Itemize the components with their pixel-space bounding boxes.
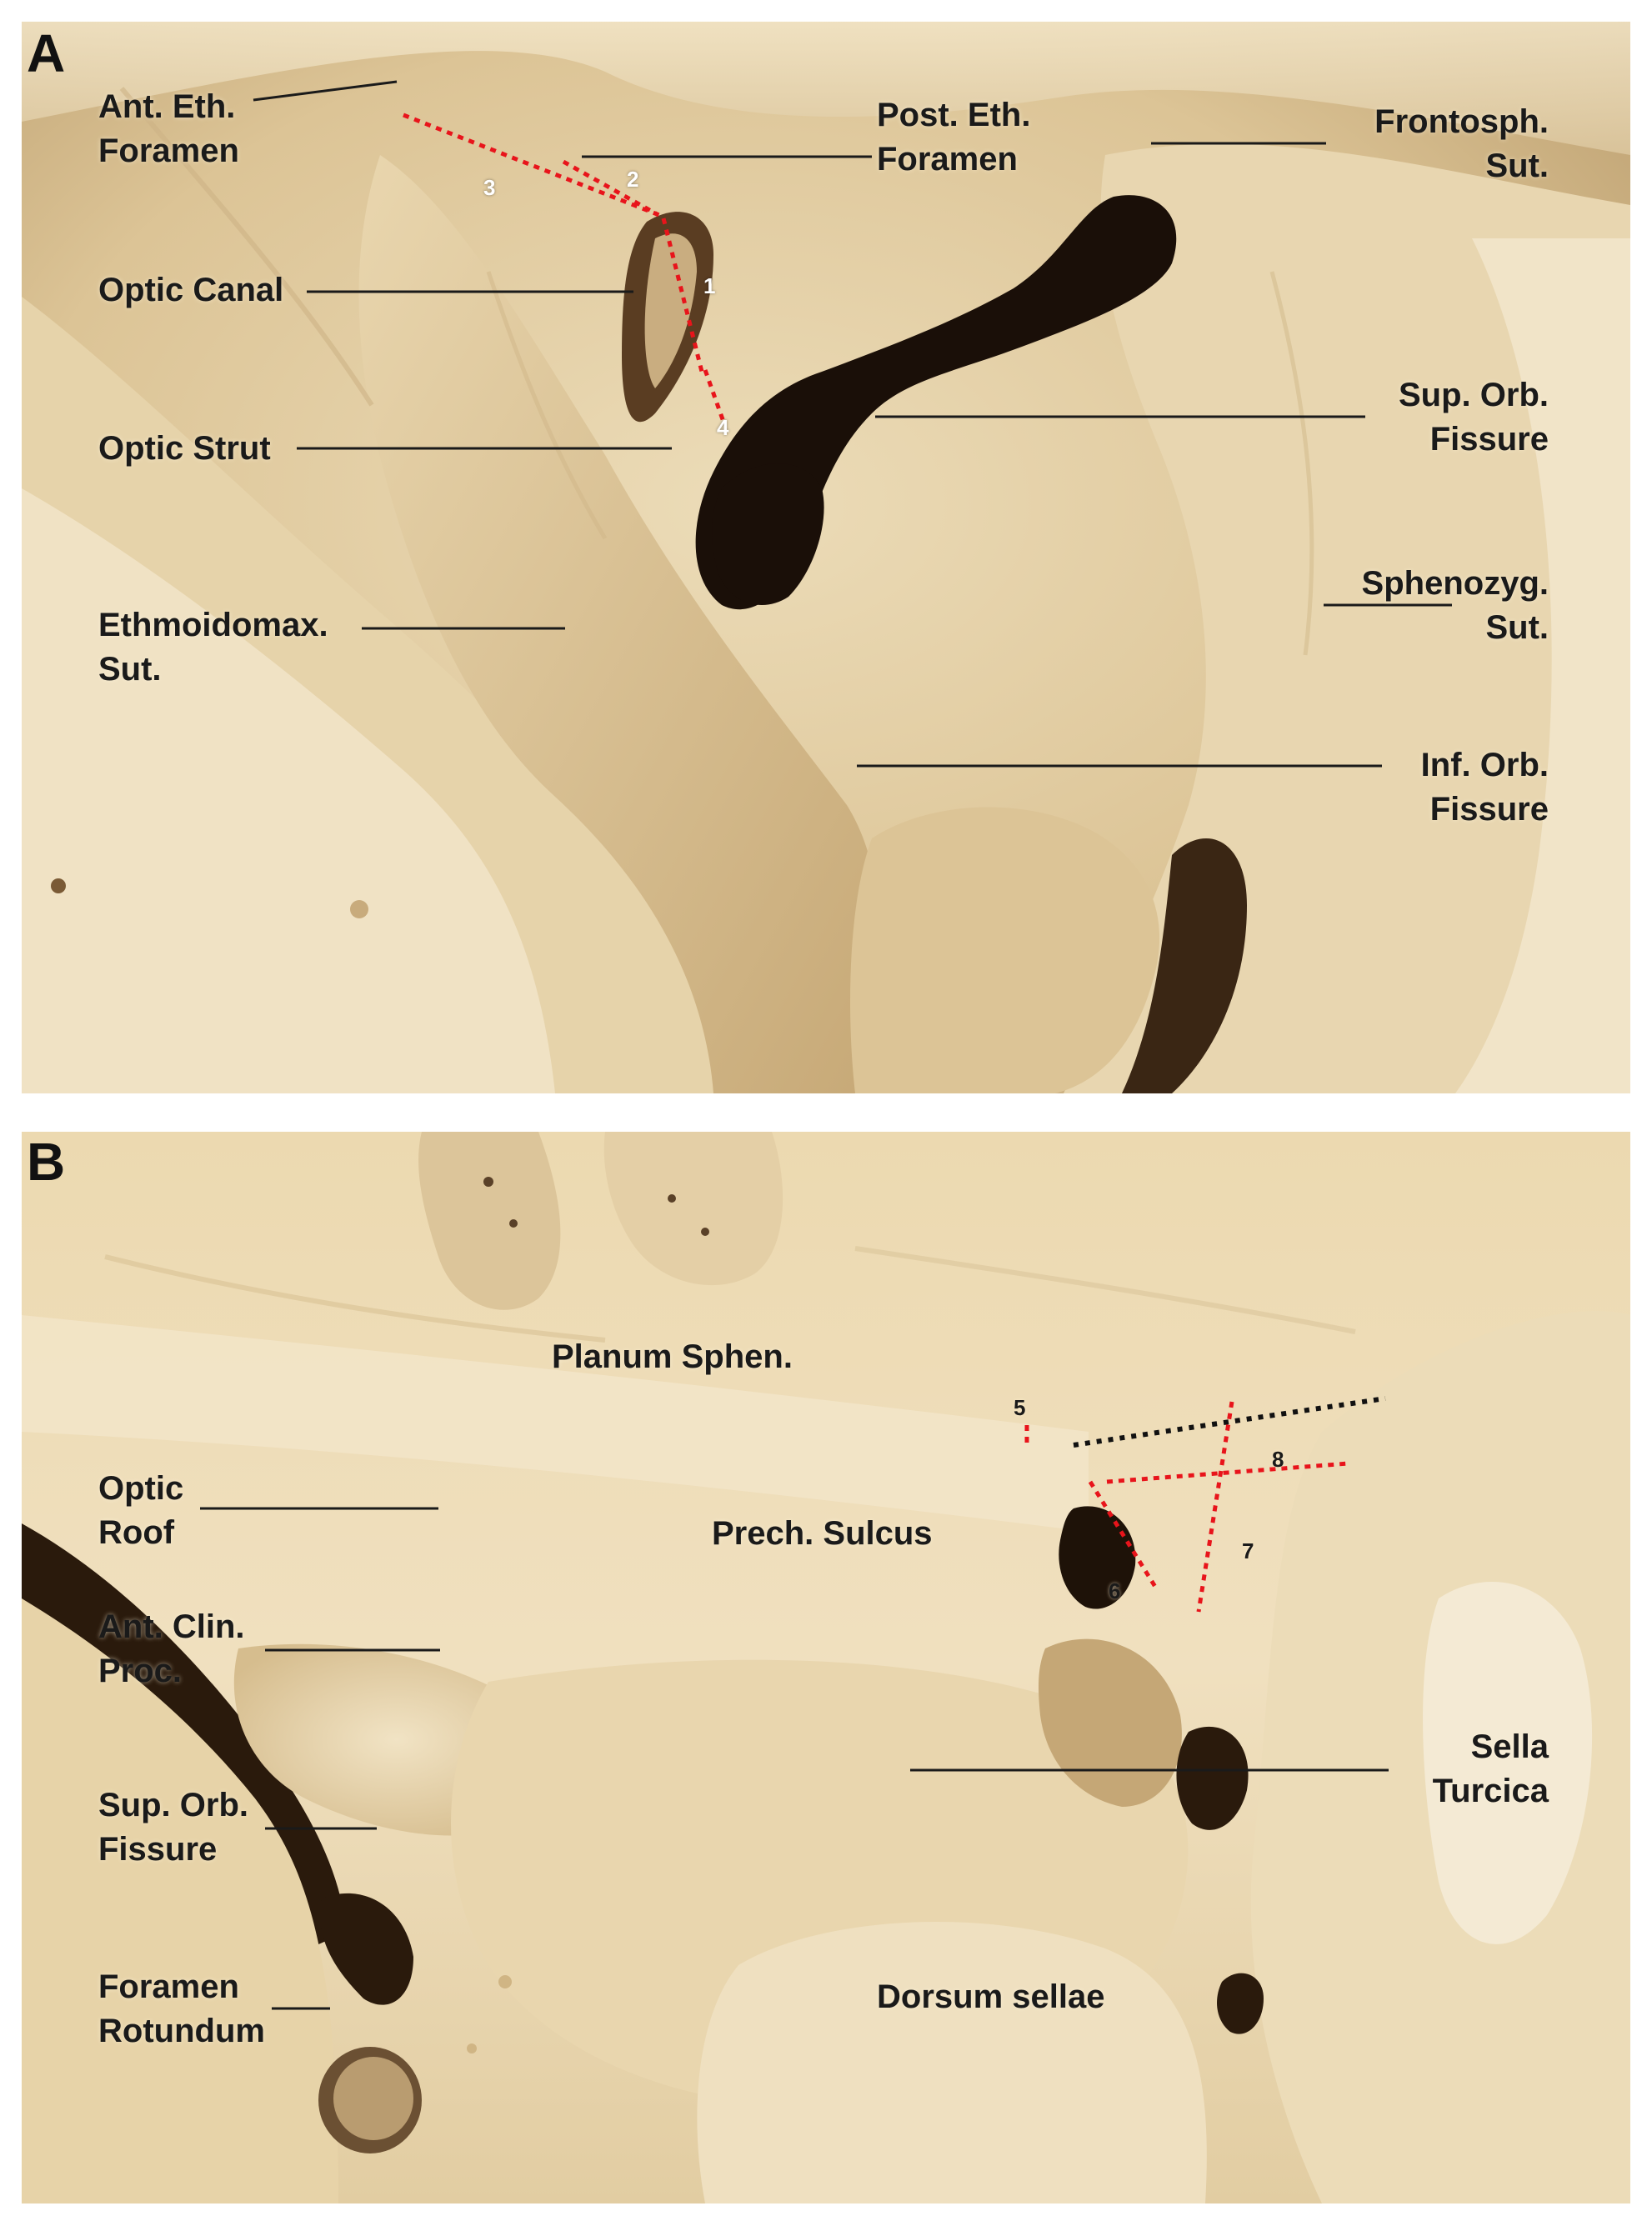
label-ant-eth-foramen: Ant. Eth.Foramen (98, 88, 239, 169)
panel-a: A Ant. Eth.Foramen Post. Eth.Foramen Fro… (22, 22, 1630, 1093)
skull-base-photo (22, 1132, 1630, 2203)
label-post-eth-foramen: Post. Eth.Foramen (877, 97, 1031, 178)
marker-3: 3 (483, 175, 496, 200)
marker-2: 2 (627, 167, 639, 192)
marker-5: 5 (1014, 1395, 1026, 1420)
label-dorsum-sellae: Dorsum sellae (877, 1978, 1105, 2015)
panel-letter-a: A (27, 23, 66, 83)
panel-letter-b: B (27, 1132, 66, 1192)
marker-6: 6 (1109, 1578, 1121, 1603)
label-ethmoidomax-sut: Ethmoidomax.Sut. (98, 607, 328, 688)
label-planum-sphen: Planum Sphen. (552, 1338, 793, 1375)
marker-1: 1 (703, 273, 716, 298)
label-frontosph-sut: Frontosph.Sut. (1374, 103, 1549, 184)
marker-7: 7 (1242, 1538, 1254, 1563)
label-ant-clin-proc: Ant. Clin.Proc. (98, 1608, 245, 1689)
label-sphenozyg-sut: Sphenozyg.Sut. (1361, 565, 1549, 646)
label-prech-sulcus: Prech. Sulcus (712, 1515, 933, 1552)
label-optic-canal: Optic Canal (98, 272, 284, 308)
orbit-bone-photo (22, 22, 1630, 1093)
label-sup-orb-fissure: Sup. Orb.Fissure (1399, 377, 1549, 458)
label-sup-orb-fissure-b: Sup. Orb.Fissure (98, 1787, 248, 1868)
marker-4: 4 (717, 415, 729, 440)
label-optic-strut: Optic Strut (98, 430, 271, 467)
marker-8: 8 (1272, 1447, 1284, 1472)
label-inf-orb-fissure: Inf. Orb.Fissure (1420, 747, 1549, 828)
